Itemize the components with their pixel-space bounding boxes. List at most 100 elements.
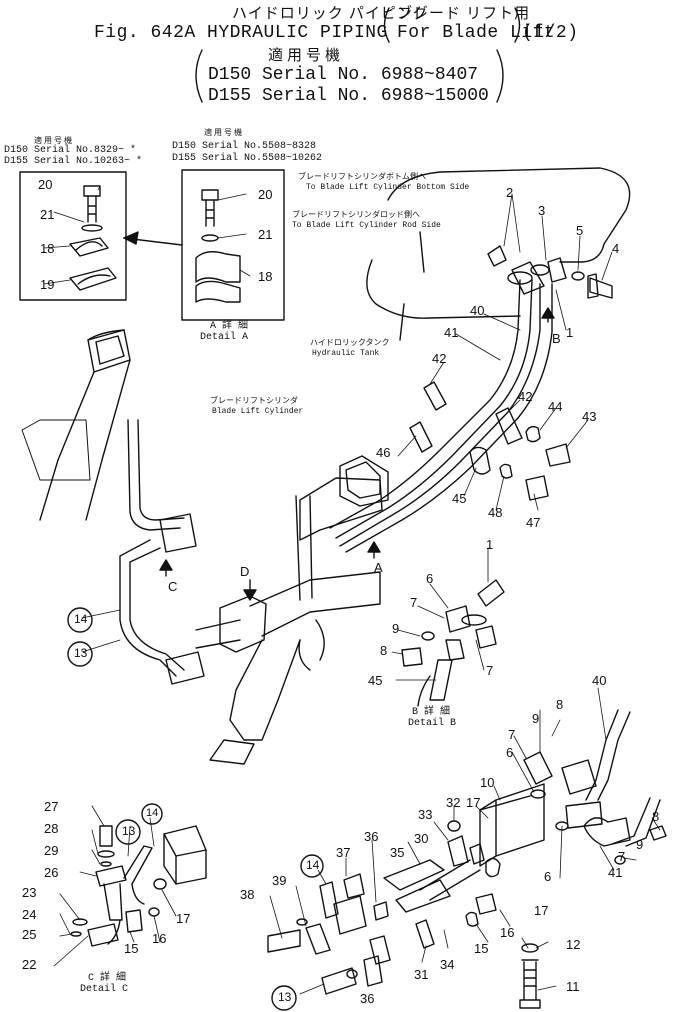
part-number-9-lower: 9 xyxy=(532,711,540,726)
callout-circle-13 xyxy=(67,641,93,667)
part-number-10: 10 xyxy=(480,775,495,790)
detail-c-caption-jp: C 詳 細 xyxy=(88,973,127,984)
part-number-1: 1 xyxy=(566,325,574,340)
part-number-16-lower: 16 xyxy=(500,925,515,940)
part-number-8-detail-b: 8 xyxy=(380,643,388,658)
part-number-11: 11 xyxy=(566,979,580,994)
part-number-28: 28 xyxy=(44,821,59,836)
part-number-18-detail: 18 xyxy=(258,269,273,284)
part-number-7-lower: 7 xyxy=(508,727,516,742)
callout-cylinder-jp: ブレードリフトシリンダ xyxy=(210,397,298,406)
part-number-32: 32 xyxy=(446,795,461,810)
part-number-1-detail-b: 1 xyxy=(486,537,494,552)
part-number-8-right: 8 xyxy=(652,809,660,824)
part-number-36-lower: 36 xyxy=(360,991,375,1006)
part-number-17-mid: 17 xyxy=(534,903,549,918)
bolt-11-12 xyxy=(519,943,541,1009)
detail-b-caption-en: Detail B xyxy=(408,718,457,729)
callout-circle-13-b xyxy=(271,985,297,1011)
callout-tank-en: Hydraulic Tank xyxy=(312,349,380,358)
part-number-30: 30 xyxy=(414,831,429,846)
hose-clamps xyxy=(409,381,571,501)
part-number-7-detail-b-2: 7 xyxy=(486,663,494,678)
detail-a-right-heading: 適用号機 xyxy=(204,129,244,138)
serial-range-d150: D150 Serial No. 6988~8407 xyxy=(208,65,479,85)
figure-page-indicator: (1/2) xyxy=(522,23,579,43)
callout-tank-jp: ハイドロリックタンク xyxy=(310,339,390,348)
part-number-45: 45 xyxy=(452,491,467,506)
part-number-17-top: 17 xyxy=(466,795,481,810)
serial-paren-left xyxy=(195,49,203,103)
part-number-14: 14 xyxy=(74,612,88,626)
callout-bottom-side-jp: ブレードリフトシリンダボトム側へ xyxy=(298,173,426,182)
part-number-47: 47 xyxy=(526,515,541,530)
part-number-17-detail-c: 17 xyxy=(176,911,191,926)
part-number-4: 4 xyxy=(612,241,620,256)
part-number-13-lower: 13 xyxy=(278,990,292,1004)
part-number-20-detail: 20 xyxy=(258,187,273,202)
detail-a-left-serial-d155: D155 Serial No.10263~ * xyxy=(4,156,143,167)
part-number-25: 25 xyxy=(22,927,37,942)
callout-circle-14-b xyxy=(300,854,324,878)
title-japanese-paren: ブレード リフト用 xyxy=(397,5,531,22)
part-number-9-right: 9 xyxy=(636,837,644,852)
detail-b-caption-jp: B 詳 細 xyxy=(412,707,451,718)
part-number-39: 39 xyxy=(272,873,287,888)
part-number-13: 13 xyxy=(74,646,88,660)
part-number-2: 2 xyxy=(506,185,514,200)
callout-circle-14-c xyxy=(141,803,163,825)
figure-title: Fig. 642A HYDRAULIC PIPING xyxy=(94,23,388,43)
part-number-6-detail-b: 6 xyxy=(426,571,434,586)
serial-range-d155: D155 Serial No. 6988~15000 xyxy=(208,86,489,106)
part-number-43: 43 xyxy=(582,409,597,424)
detail-a-left-parts xyxy=(69,185,117,291)
callout-circle-13-c xyxy=(115,819,141,845)
detail-a-left-serial-d150: D150 Serial No.8329~ * xyxy=(4,145,137,156)
part-number-34: 34 xyxy=(440,957,455,972)
part-number-19: 19 xyxy=(40,277,55,292)
detail-a-caption-en: Detail A xyxy=(200,332,249,343)
view-arrow-d-label: D xyxy=(240,564,250,579)
part-number-33: 33 xyxy=(418,807,433,822)
part-number-21: 21 xyxy=(40,207,55,222)
hydraulic-tank xyxy=(366,167,631,319)
title-japanese: ハイドロリック パイピング xyxy=(232,5,429,22)
part-number-15-detail-c: 15 xyxy=(124,941,139,956)
serial-paren-right xyxy=(496,49,504,103)
part-number-40: 40 xyxy=(470,303,485,318)
part-number-22: 22 xyxy=(22,957,37,972)
part-number-40-lower: 40 xyxy=(592,673,607,688)
lower-mid-assembly xyxy=(267,820,501,995)
part-number-5: 5 xyxy=(576,223,584,238)
main-hose-40-41 xyxy=(329,279,553,553)
part-number-41-lower: 41 xyxy=(608,865,623,880)
detail-c-assembly xyxy=(70,825,207,947)
part-number-6-right: 6 xyxy=(544,869,552,884)
part-number-46: 46 xyxy=(376,445,391,460)
part-number-6-lower: 6 xyxy=(506,745,514,760)
main-frame xyxy=(195,477,383,765)
part-number-21-detail: 21 xyxy=(258,227,273,242)
detail-a-right-serial-d150: D150 Serial No.5508~8328 xyxy=(172,141,317,152)
view-arrow-a-label: A xyxy=(374,560,383,575)
header-paren-left xyxy=(383,7,390,43)
left-pipe-bundle xyxy=(119,419,205,685)
part-number-27: 27 xyxy=(44,799,59,814)
part-number-12: 12 xyxy=(566,937,581,952)
part-number-14-lower: 14 xyxy=(306,858,320,872)
part-number-23: 23 xyxy=(22,885,37,900)
part-number-41: 41 xyxy=(444,325,459,340)
part-number-37: 37 xyxy=(336,845,351,860)
part-number-26: 26 xyxy=(44,865,59,880)
view-arrow-c-label: C xyxy=(168,579,178,594)
callout-cylinder-en: Blade Lift Cylinder xyxy=(212,407,304,416)
detail-a-left-heading: 適用号機 xyxy=(34,137,74,146)
detail-a-caption-jp: A 詳 細 xyxy=(210,321,249,332)
part-number-36: 36 xyxy=(364,829,379,844)
header-paren-right xyxy=(514,7,521,43)
detail-b-assembly xyxy=(401,579,505,707)
part-number-13-detail-c: 13 xyxy=(122,824,136,838)
part-number-42: 42 xyxy=(432,351,447,366)
